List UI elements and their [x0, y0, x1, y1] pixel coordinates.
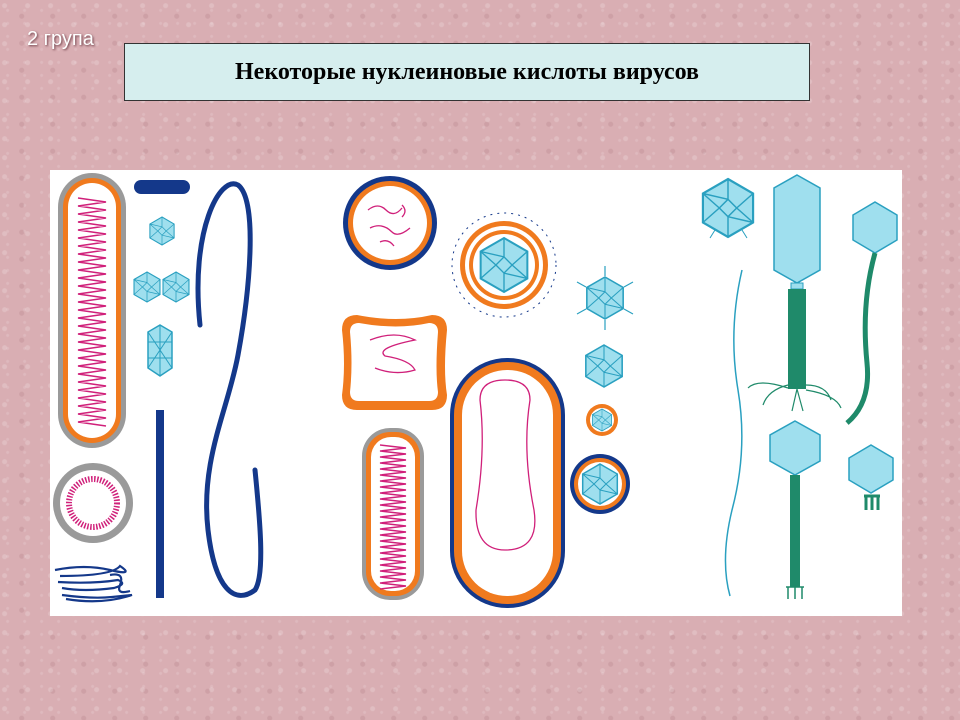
small-icosahedron-3 — [162, 271, 190, 303]
bacteriophage-large — [747, 174, 842, 412]
rounded-square-virus — [342, 315, 447, 410]
spiked-icosahedron — [576, 266, 634, 330]
rod-virus-rna-coil — [58, 173, 126, 448]
s-shaped-dna — [195, 181, 264, 598]
small-rod-virus-rna — [362, 428, 424, 600]
capsule-bar — [134, 180, 190, 194]
icosahedron-ringed-small — [586, 404, 618, 436]
virus-diagram — [50, 170, 902, 616]
large-oval-virus — [450, 358, 565, 608]
group-label: 2 група — [27, 28, 94, 50]
virus-diagram-svg — [53, 173, 898, 608]
squiggle-dna — [54, 564, 133, 603]
bacteriophage-small — [848, 444, 894, 510]
icosahedron-enveloped — [570, 454, 630, 514]
elongated-capsid — [147, 324, 173, 377]
straight-dna-rod — [156, 410, 164, 598]
filamentous-virus — [701, 177, 755, 597]
icosahedron-medium — [585, 344, 623, 388]
ring-virus — [53, 463, 133, 543]
small-icosahedron-2 — [133, 271, 161, 303]
small-icosahedron-1 — [149, 216, 175, 246]
slide-title: Некоторые нуклеиновые кислоты вирусов — [235, 58, 699, 85]
title-box: Некоторые нуклеиновые кислоты вирусов — [124, 43, 810, 101]
bacteriophage-curved — [845, 201, 898, 425]
enveloped-virus-spiked — [343, 176, 437, 270]
enveloped-icosahedral-virus — [451, 212, 557, 318]
bacteriophage-medium — [769, 420, 821, 599]
